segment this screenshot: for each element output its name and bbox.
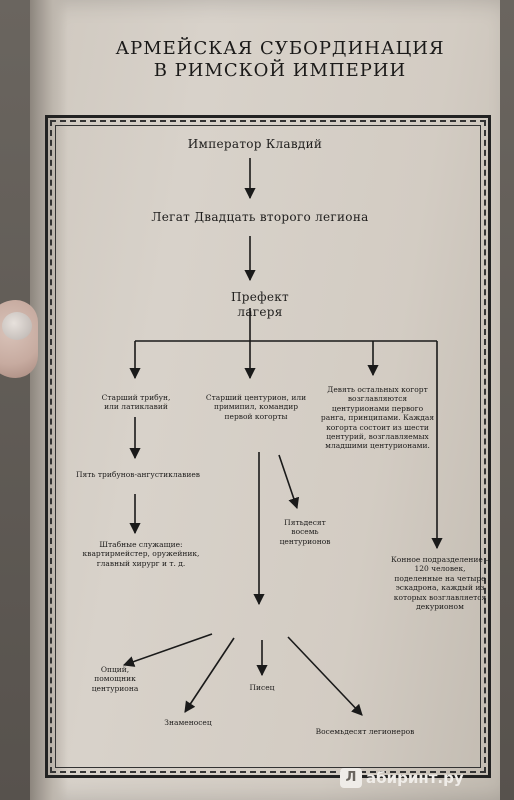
node-tesserarius: Писец	[249, 683, 275, 692]
node-optio: Опций, помощник центуриона	[91, 665, 139, 693]
node-legate: Легат Двадцать второго легиона	[151, 210, 369, 224]
node-senior-centurion: Старший центурион, или примипил, команди…	[205, 393, 307, 421]
decorative-frame-middle	[50, 120, 486, 773]
labirint-logo-icon: Л	[340, 768, 362, 788]
site-watermark: Л абиринт.ру	[340, 768, 510, 792]
node-cavalry: Конное подразделение – 120 человек, поде…	[391, 555, 489, 611]
node-signifer: Знаменосец	[164, 718, 212, 727]
arrow-to-fifty-eight	[278, 454, 300, 510]
node-other-cohorts: Девять остальных когорт возглавляются це…	[320, 385, 435, 451]
decorative-frame-inner	[55, 125, 481, 768]
decorative-frame-outer	[45, 115, 491, 778]
diagram-title-line-1: АРМЕЙСКАЯ СУБОРДИНАЦИЯ	[115, 38, 445, 59]
watermark-text: абиринт.ру	[366, 769, 464, 787]
arrow-to-legionaries	[287, 636, 363, 716]
node-prefect: Префект лагеря	[231, 290, 289, 319]
diagram-title-line-2: В РИМСКОЙ ИМПЕРИИ	[153, 60, 407, 81]
node-eighty-legionaries: Восемьдесят легионеров	[315, 727, 415, 736]
node-fifty-eight-centurions: Пятьдесят восемь центурионов	[279, 518, 331, 546]
fingernail-photo	[2, 312, 32, 340]
node-staff: Штабные служащие: квартирмейстер, оружей…	[82, 540, 200, 568]
node-five-tribunes: Пять трибунов-ангустиклавиев	[75, 470, 200, 479]
node-emperor: Император Клавдий	[187, 137, 323, 151]
node-senior-tribune: Старший трибун, или латиклавий	[101, 393, 171, 412]
page-spine-shadow	[30, 0, 68, 800]
arrow-to-optio	[122, 633, 213, 667]
arrow-to-signifer	[184, 637, 235, 713]
